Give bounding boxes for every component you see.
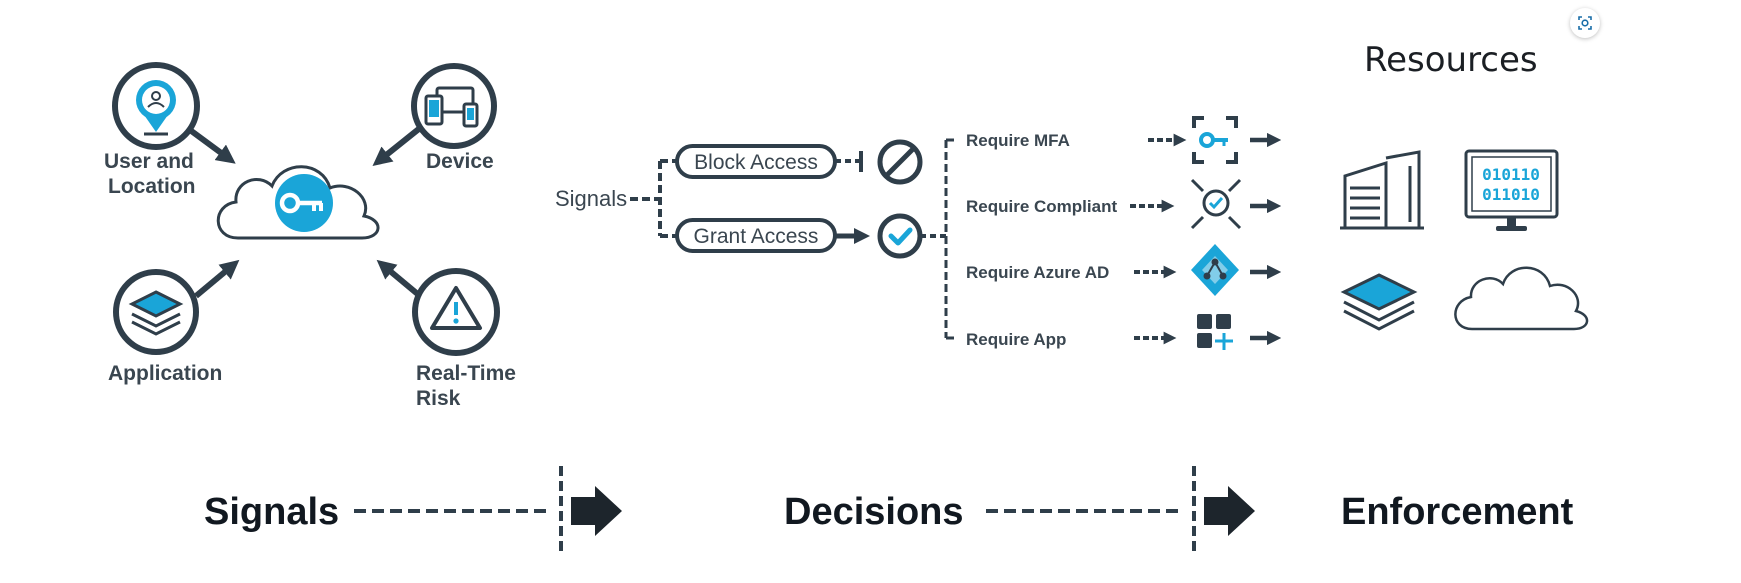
- user-arrow: [188, 127, 236, 164]
- user-location-label-2: Location: [108, 175, 196, 198]
- require-compliant-label: Require Compliant: [966, 197, 1117, 216]
- binary-monitor-icon: 010110 011010: [1464, 149, 1559, 231]
- risk-label-2: Risk: [416, 387, 461, 410]
- focus-scan-button[interactable]: [1570, 8, 1600, 38]
- mfa-key-icon: [1192, 116, 1238, 164]
- flow-connector: [630, 159, 676, 238]
- app-grid-icon: [1197, 314, 1233, 350]
- warning-icon: [412, 268, 500, 356]
- block-access-label: Block Access: [694, 151, 818, 174]
- storage-layers-icon: [1340, 273, 1418, 331]
- grant-access-label: Grant Access: [694, 225, 819, 248]
- azure-ad-icon: [1191, 244, 1239, 296]
- user-location-icon: [112, 62, 200, 150]
- risk-arrow: [376, 259, 422, 299]
- device-icon: [411, 63, 497, 149]
- binary-line-2: 011010: [1482, 185, 1540, 204]
- building-icon: [1340, 150, 1424, 230]
- binary-line-1: 010110: [1482, 165, 1540, 184]
- risk-label-1: Real-Time: [416, 362, 516, 385]
- require-mfa-label: Require MFA: [966, 131, 1070, 150]
- stage-signals-label: Signals: [204, 491, 339, 533]
- grant-check-icon: [877, 213, 923, 259]
- application-icon: [113, 269, 199, 355]
- user-location-label-1: User and: [104, 150, 194, 173]
- requirements-bracket: [944, 138, 956, 340]
- device-arrow: [372, 125, 422, 166]
- cloud-key-icon: [216, 165, 380, 240]
- stage-enforcement-label: Enforcement: [1341, 491, 1574, 533]
- application-arrow: [194, 259, 240, 299]
- cloud-resource-icon: [1454, 266, 1589, 331]
- require-app-label: Require App: [966, 330, 1066, 349]
- focus-scan-icon: [1578, 16, 1592, 30]
- flow-signals-label: Signals: [555, 186, 627, 211]
- resources-title: Resources: [1364, 40, 1538, 80]
- requirement-arrows-out: [1250, 132, 1282, 346]
- require-azure-ad-label: Require Azure AD: [966, 263, 1109, 282]
- stage-decisions-label: Decisions: [784, 491, 964, 533]
- stage-arrow-2: [1204, 486, 1255, 536]
- device-label: Device: [426, 150, 494, 173]
- compliant-check-icon: [1190, 178, 1242, 230]
- requirement-arrows-in: [1130, 133, 1187, 345]
- block-icon: [877, 139, 923, 185]
- stage-arrow-1: [571, 486, 622, 536]
- application-label: Application: [108, 362, 222, 385]
